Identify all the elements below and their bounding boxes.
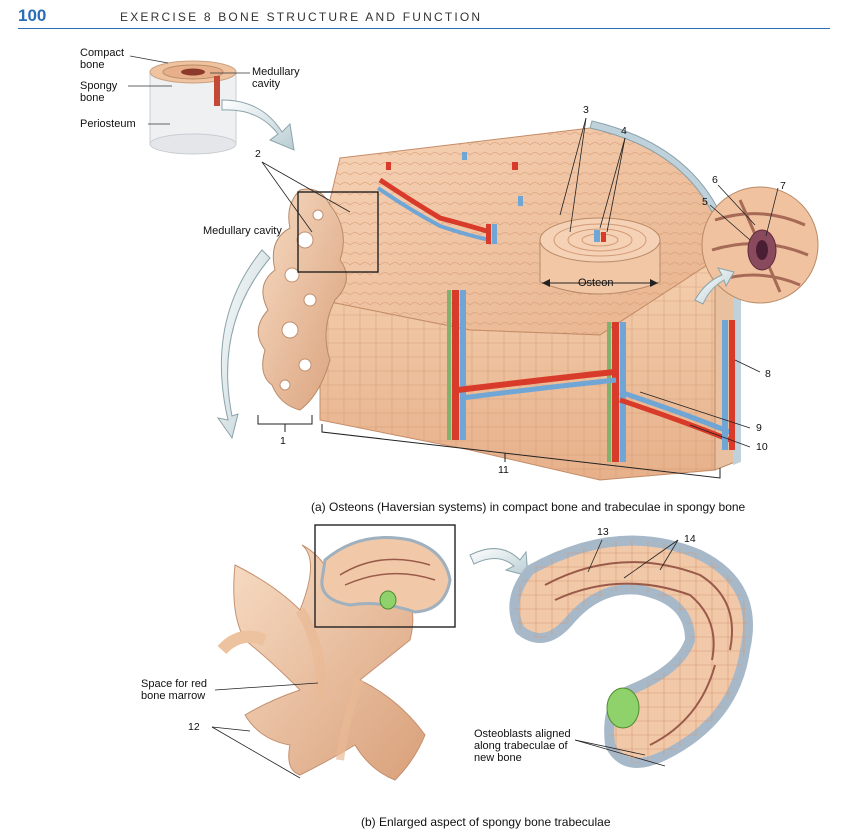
inset-leader-lines (128, 55, 250, 125)
number-14: 14 (684, 533, 696, 545)
number-4: 4 (621, 125, 627, 137)
number-2: 2 (255, 148, 261, 160)
number-7: 7 (780, 180, 786, 192)
label-space-red-marrow: Space for red bone marrow (141, 678, 208, 702)
osteocyte-inset (701, 186, 819, 304)
trabecula-arrow (469, 548, 529, 577)
number-1: 1 (280, 435, 286, 447)
label-medullary-cavity: Medullary cavity (203, 225, 282, 237)
number-9: 9 (756, 422, 762, 434)
inset-arrow (221, 99, 295, 151)
label-periosteum: Periosteum (80, 118, 136, 130)
header-rule (18, 28, 830, 29)
trabecula-small (320, 536, 452, 614)
osteon-cylinder (539, 217, 661, 295)
panel-a-leader-lines (261, 117, 779, 448)
number-6: 6 (712, 174, 718, 186)
label-compact-bone: Compact bone (80, 47, 125, 71)
medullary-cavity-box (297, 191, 379, 273)
osteocyte-arrow (694, 267, 735, 305)
brackets (257, 415, 721, 479)
label-spongy-bone: Spongy bone (80, 80, 118, 104)
label-inset-medullary-cavity: Medullary cavity (252, 66, 300, 90)
number-10: 10 (756, 441, 768, 453)
number-12: 12 (188, 721, 200, 733)
page-number: 100 (18, 6, 47, 25)
number-3: 3 (583, 104, 589, 116)
number-13: 13 (597, 526, 609, 538)
caption-b: (b) Enlarged aspect of spongy bone trabe… (361, 815, 611, 829)
page-header-title: EXERCISE 8 BONE STRUCTURE AND FUNCTION (120, 10, 483, 24)
panel-b-leader-lines (211, 539, 679, 779)
number-8: 8 (765, 368, 771, 380)
number-5: 5 (702, 196, 708, 208)
enlarged-trabecula (509, 535, 753, 768)
label-osteoblasts: Osteoblasts aligned along trabeculae of … (474, 728, 571, 764)
number-11: 11 (498, 464, 509, 476)
spongy-bone-chunk (257, 188, 347, 411)
medullary-arrow (216, 249, 271, 440)
label-osteon: Osteon (578, 277, 614, 289)
compact-bone-block (319, 120, 741, 481)
trabecula-box (314, 524, 456, 628)
caption-a: (a) Osteons (Haversian systems) in compa… (311, 500, 746, 514)
